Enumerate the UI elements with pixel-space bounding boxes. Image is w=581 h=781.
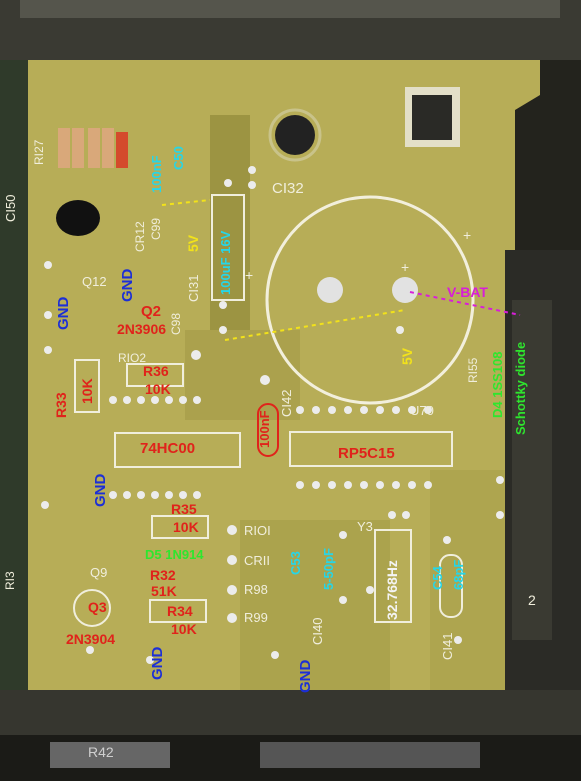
r99-silkscreen: R99 [244,610,268,625]
r42-silkscreen: R42 [88,744,114,760]
r32-value: 51K [151,583,177,599]
q2-part-label: 2N3906 [117,321,167,337]
r33-value: 10K [79,378,95,404]
q3-label: Q3 [88,599,107,615]
r34-label: R34 [167,603,193,619]
r101-silkscreen: RIOI [244,523,271,538]
q3-part-label: 2N3904 [66,631,116,647]
r13-silkscreen: RI3 [3,571,17,590]
cap-c50-label: C50 [171,146,186,170]
r102-silkscreen: RIO2 [118,351,147,365]
gnd-label-3: GND [92,473,109,507]
cap-100uf-label: 100uF 16V [218,230,233,295]
schottky-label: Schottky diode [513,341,528,435]
r35-value: 10K [173,519,199,535]
gnd-label-4: GND [149,646,166,680]
r33-label: R33 [53,392,69,418]
plus-2-silkscreen: + [401,259,410,275]
v5-label-1: 5V [185,234,201,252]
c132-silkscreen: CI32 [272,180,304,197]
c141-silkscreen: CI41 [440,632,455,660]
q2-label: Q2 [141,303,162,320]
r34-value: 10K [171,621,197,637]
plus-3-silkscreen: + [245,267,254,283]
chip-rp5c15-label: RP5C15 [338,445,395,462]
solder-pads [41,166,504,664]
gnd-label-1: GND [55,296,72,330]
cap-c54-value: 68pF [451,559,466,590]
r36-label: R36 [143,363,169,379]
c98-silkscreen: C98 [169,312,183,335]
q12-silkscreen: Q12 [82,274,107,289]
c99-silkscreen: C99 [149,217,163,240]
d5-label: D5 1N914 [145,547,204,562]
c142-silkscreen: CI42 [279,389,294,417]
cap-100nf-top-label: 100nF [149,155,164,193]
d4-label: D4 1SS108 [490,351,505,419]
cap-c54-label: C54 [430,566,445,590]
c150-silkscreen: CI50 [3,194,18,222]
c140-silkscreen: CI40 [310,617,325,645]
gnd-label-5: GND [297,659,314,693]
resistors-top [58,128,128,168]
y3-silkscreen: Y3 [357,519,373,534]
crystal-label: 32.768Hz [384,560,400,620]
gnd-label-2: GND [119,268,136,302]
c131-silkscreen: CI31 [186,274,201,302]
plus-1-silkscreen: + [463,227,472,243]
chip-74hc00-label: 74HC00 [140,440,196,457]
v5-label-2: 5V [399,347,415,365]
r36-value: 10K [145,381,171,397]
r155-silkscreen: RI55 [466,357,480,383]
chip-74hc00-outline [114,432,241,468]
u70-silkscreen: U70 [410,403,434,418]
edge-2-silkscreen: 2 [528,592,536,608]
r98-silkscreen: R98 [244,582,268,597]
chip-rp5c15-outline [289,431,453,467]
r127-silkscreen: RI27 [32,139,46,165]
cap-c53-label: C53 [288,551,303,575]
q9-silkscreen: Q9 [90,565,108,580]
cr11-silkscreen: CRII [244,553,270,568]
cap-100nf-mid-label: 100nF [257,410,272,448]
cap-c53-value: 5-50pF [321,548,336,590]
vbat-label: V-BAT [447,284,488,300]
cr12-silkscreen: CR12 [133,221,147,252]
r32-label: R32 [150,567,176,583]
c132-outline [265,195,475,405]
r35-label: R35 [171,501,197,517]
